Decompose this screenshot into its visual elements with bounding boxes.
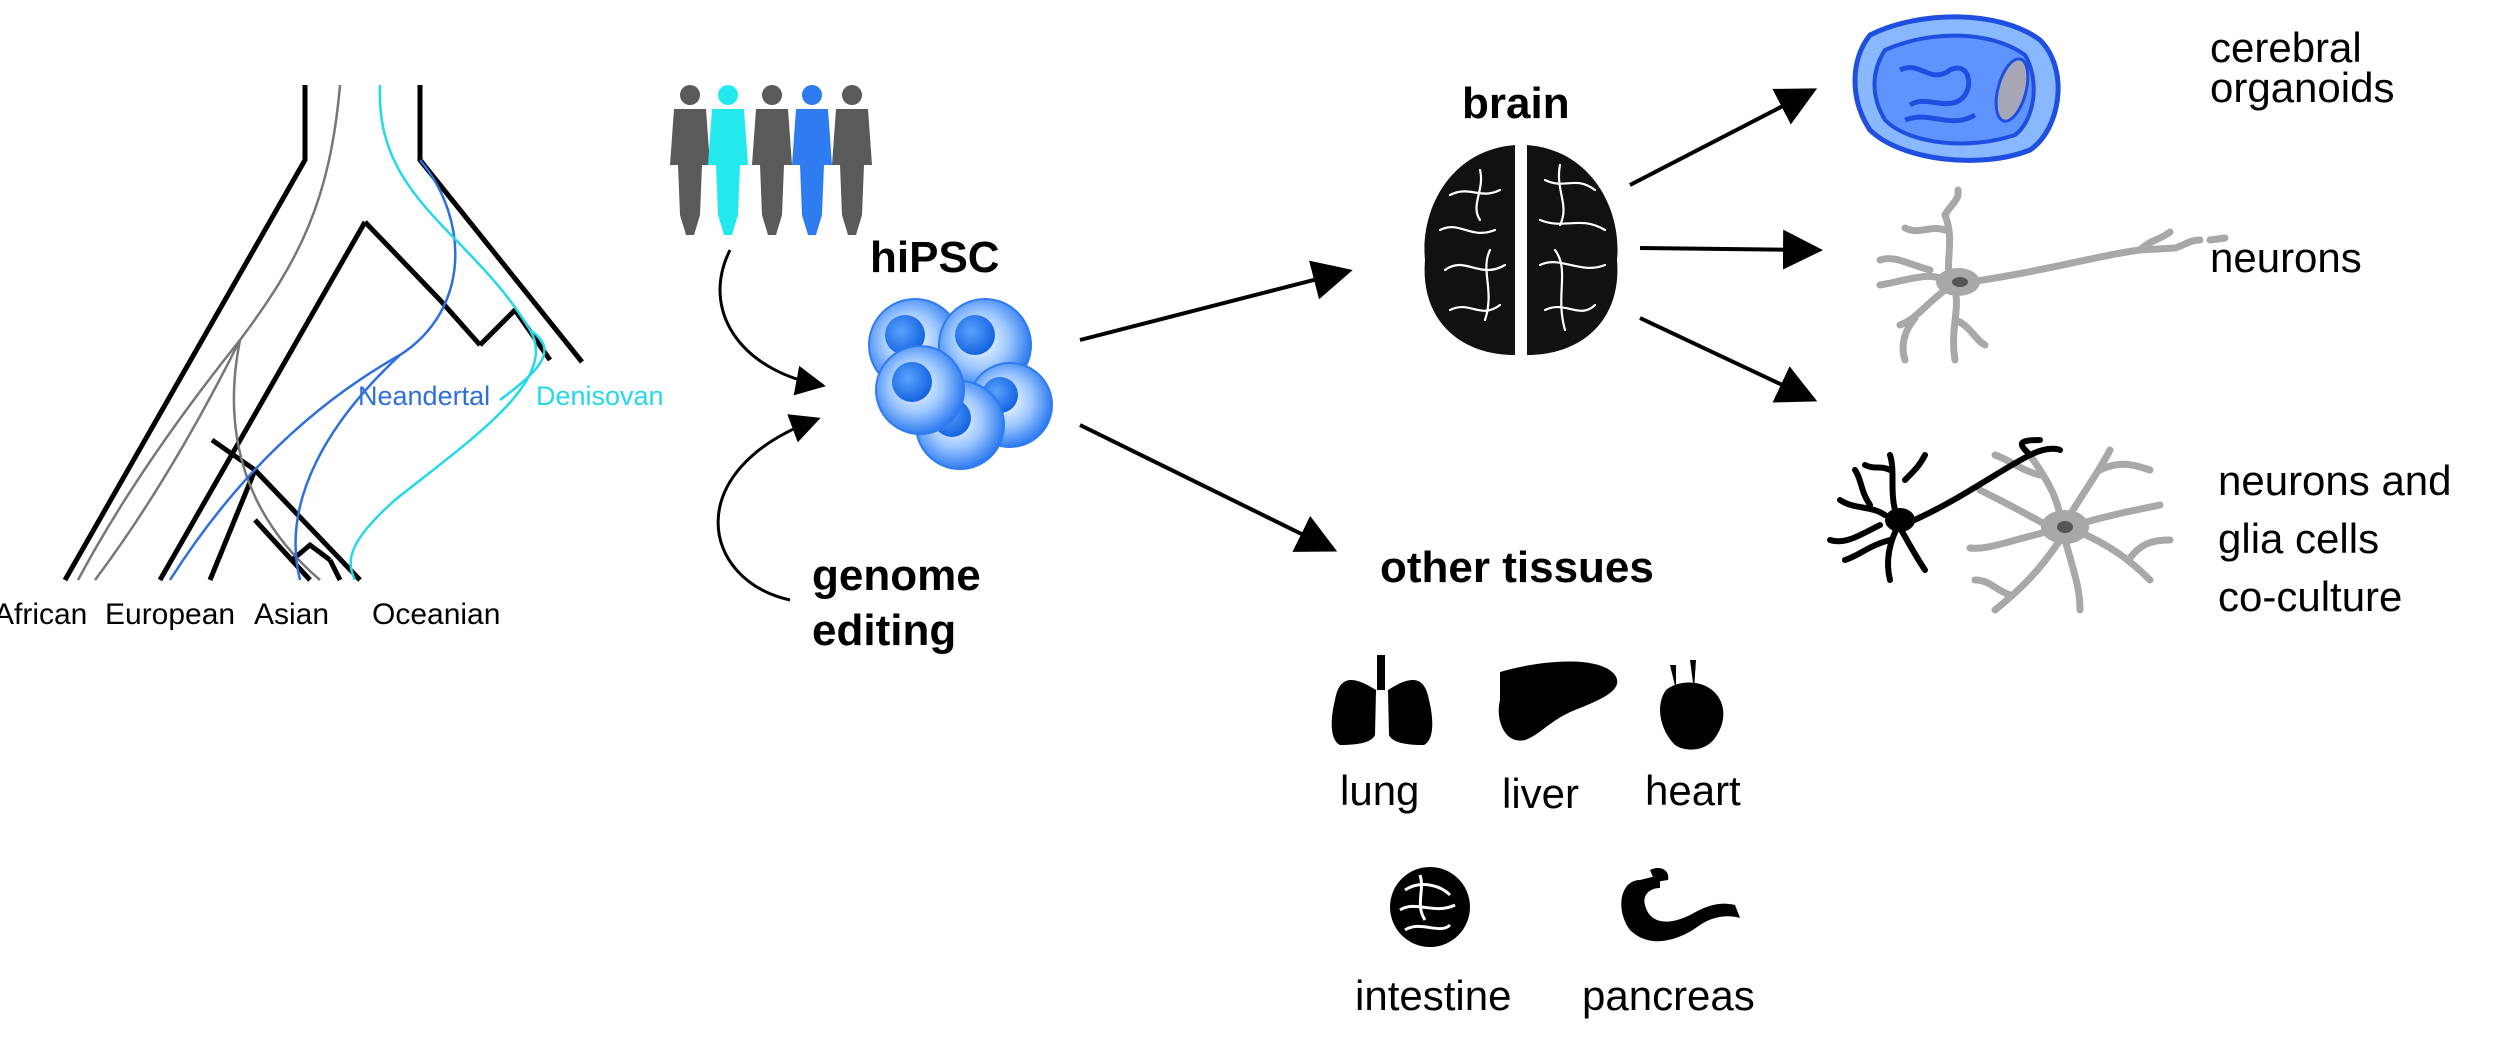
brain-to-coculture-arrow xyxy=(1639,316,1818,403)
neuron-nucleus-icon xyxy=(1952,277,1968,287)
heart-icon xyxy=(1660,660,1724,750)
person-icon xyxy=(792,85,832,235)
hipsc-to-tissues-arrow xyxy=(1079,423,1338,552)
population-african: African xyxy=(0,598,87,631)
tissue-label-liver: liver xyxy=(1502,770,1579,817)
person-icon xyxy=(752,85,792,235)
organoids-label-line2: organoids xyxy=(2210,64,2394,111)
coculture-label-line1: neurons and xyxy=(2218,457,2452,504)
brain-to-neurons-arrow xyxy=(1639,229,1823,270)
neandertal-label: Neandertal xyxy=(358,381,490,411)
editing-to-hipsc-arrow xyxy=(716,414,821,602)
population-asian: Asian xyxy=(254,598,329,631)
other-tissues-label: other tissues xyxy=(1380,543,1654,592)
phylogenetic-tree xyxy=(62,84,584,582)
lung-icon xyxy=(1331,655,1433,745)
neurons-label: neurons xyxy=(2210,234,2362,281)
tissue-label-pancreas: pancreas xyxy=(1582,972,1755,1019)
brain-label: brain xyxy=(1462,79,1570,128)
organoids-label-line1: cerebral xyxy=(2210,24,2362,71)
person-icon xyxy=(670,85,710,235)
brain-icon xyxy=(1424,145,1618,355)
person-icon xyxy=(832,85,872,235)
population-european: European xyxy=(105,598,235,631)
hipsc-cells-icon xyxy=(868,298,1053,470)
hipsc-to-brain-arrow xyxy=(1079,260,1353,342)
people-to-hipsc-arrow xyxy=(718,249,826,396)
genome-editing-label-line2: editing xyxy=(812,606,956,655)
person-icon xyxy=(708,85,748,235)
people-group xyxy=(670,85,872,235)
brain-to-organoids-arrow xyxy=(1629,88,1818,187)
pancreas-icon xyxy=(1621,868,1740,942)
tissue-label-lung: lung xyxy=(1340,767,1419,814)
tissue-label-heart: heart xyxy=(1645,767,1741,814)
cerebral-organoid-icon xyxy=(1852,14,2061,163)
coculture-label-line3: co-culture xyxy=(2218,573,2402,620)
glia-cell-icon xyxy=(1966,446,2174,614)
population-oceanian: Oceanian xyxy=(372,598,500,631)
glia-nucleus-icon xyxy=(2057,521,2073,533)
coculture-label-line2: glia cells xyxy=(2218,515,2379,562)
denisovan-label: Denisovan xyxy=(536,381,664,411)
black-neuron-icon xyxy=(1827,437,2063,583)
intestine-icon xyxy=(1390,867,1470,947)
neuron-icon xyxy=(1876,186,2229,364)
genome-editing-label-line1: genome xyxy=(812,551,981,600)
black-neuron-soma-icon xyxy=(1885,508,1915,532)
hipsc-label: hiPSC xyxy=(870,233,1000,282)
tissue-label-intestine: intestine xyxy=(1355,972,1511,1019)
liver-icon xyxy=(1498,661,1618,741)
